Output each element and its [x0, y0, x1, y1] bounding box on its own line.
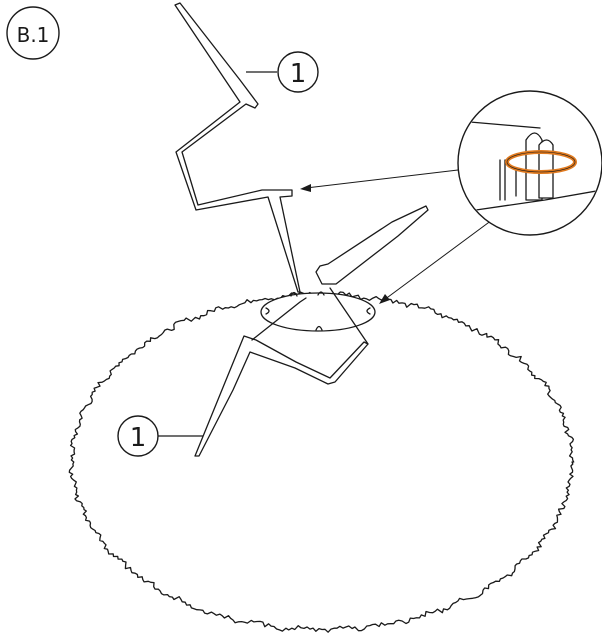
lower-leg-front: [194, 335, 369, 457]
leg-pin-2: [538, 139, 554, 199]
leg-joint-line-right: [329, 287, 369, 345]
part-callout-upper: 1: [246, 51, 319, 93]
upper-leg-rear: [174, 2, 301, 293]
step-badge: B.1: [6, 6, 60, 60]
part-number-lower: 1: [130, 423, 147, 453]
part-callout-lower: 1: [117, 415, 203, 457]
detail-leader-arrows: [300, 169, 493, 304]
detail-zoom: [457, 90, 602, 236]
step-label: B.1: [17, 23, 50, 47]
leg-hub: [260, 291, 376, 332]
leg-joint-line: [251, 297, 307, 341]
part-number-upper: 1: [290, 59, 307, 89]
upper-leg-right: [315, 205, 429, 285]
rug-outline: [68, 291, 575, 633]
